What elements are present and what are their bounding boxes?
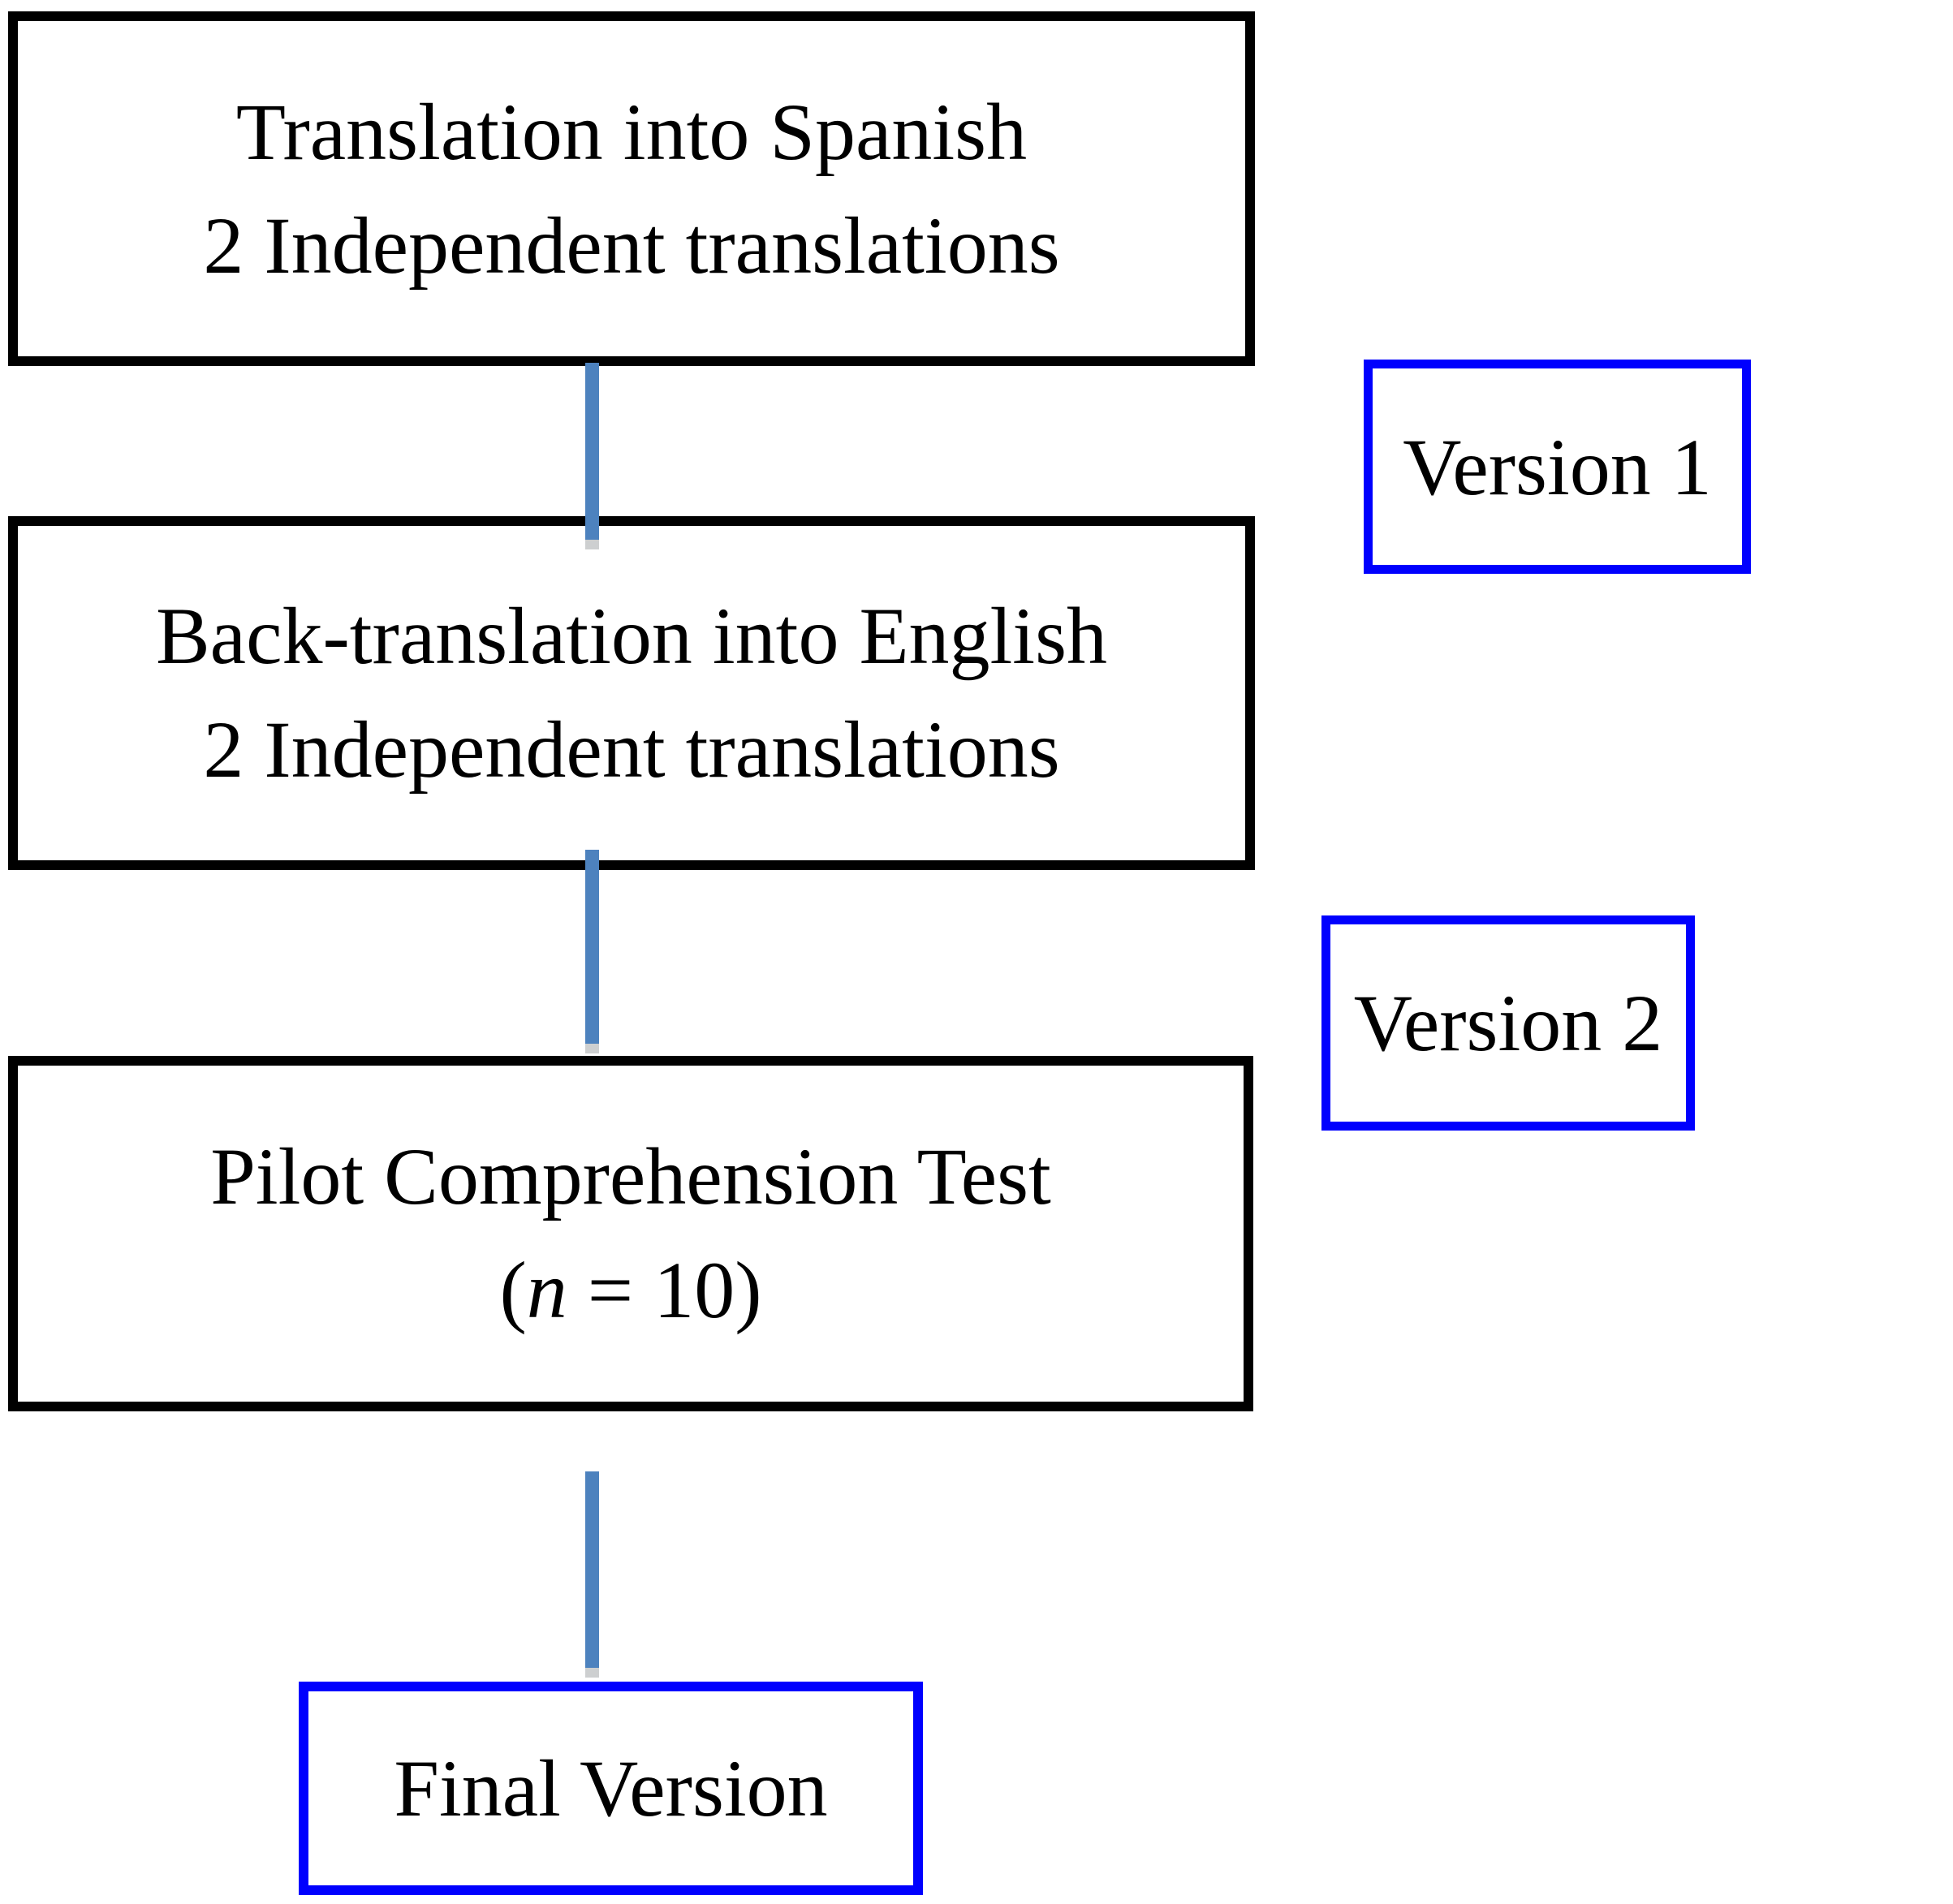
box-translation-into-spanish: Translation into Spanish 2 Independent t…: [8, 11, 1255, 366]
sample-size-value: = 10): [567, 1245, 762, 1335]
connector-tip-1: [585, 540, 599, 549]
connector-line-3: [585, 1471, 599, 1668]
connector-tip-2: [585, 1044, 599, 1053]
box-text-line: (n = 10): [499, 1234, 761, 1347]
box-text-line: 2 Independent translations: [203, 200, 1060, 291]
label-box-version-2: Version 2: [1321, 915, 1695, 1131]
connector-line-1: [585, 363, 599, 540]
label-box-version-1: Version 1: [1364, 360, 1751, 574]
box-text-line: Back-translation into English: [155, 591, 1108, 681]
box-final-version: Final Version: [299, 1682, 923, 1895]
box-text-line: 2 Independent translations: [203, 704, 1060, 795]
box-text-line: Translation into Spanish: [235, 86, 1028, 177]
final-version-label: Final Version: [394, 1743, 828, 1833]
box-text-line: Pilot Comprehension Test: [210, 1131, 1051, 1221]
version-1-label: Version 1: [1403, 421, 1712, 512]
connector-line-2: [585, 850, 599, 1044]
sample-size-variable: n: [526, 1245, 567, 1335]
connector-tip-3: [585, 1668, 599, 1678]
box-back-translation-into-english: Back-translation into English 2 Independ…: [8, 516, 1255, 870]
version-2-label: Version 2: [1353, 978, 1663, 1068]
paren-open: (: [499, 1245, 527, 1335]
box-pilot-comprehension-test: Pilot Comprehension Test (n = 10): [8, 1056, 1253, 1411]
